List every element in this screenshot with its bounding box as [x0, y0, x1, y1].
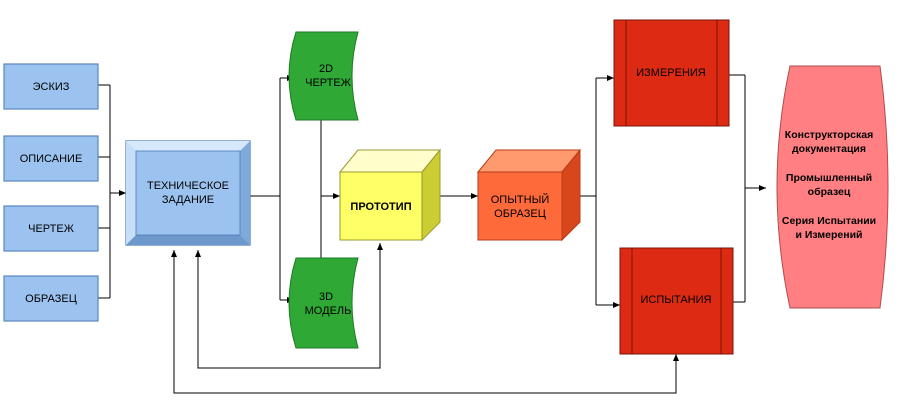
drawing-2d-shape: 2D ЧЕРТЕЖ	[288, 31, 359, 121]
drawing-2d-label-line1: 2D	[319, 63, 333, 75]
pilot-sample-label-line2: ОБРАЗЕЦ	[494, 208, 546, 220]
input-box-sample: ОБРАЗЕЦ	[3, 275, 99, 322]
documentation-line2: документация	[792, 143, 866, 155]
connectors	[98, 74, 766, 394]
model-3d-shape: 3D МОДЕЛЬ	[288, 257, 359, 349]
input-box-description-label: ОПИСАНИЕ	[20, 153, 83, 165]
documentation-line3: Промышленный	[786, 172, 872, 184]
measurements-label: ИЗМЕРЕНИЯ	[636, 67, 706, 79]
feedback-tests-to-tech-task	[171, 250, 677, 394]
documentation-line4: образец	[808, 186, 851, 198]
documentation-line1: Конструкторская	[785, 129, 873, 141]
documentation-shape: Конструкторская документация Промышленны…	[776, 65, 889, 309]
input-box-sketch: ЭСКИЗ	[3, 63, 99, 110]
input-box-sample-label: ОБРАЗЕЦ	[25, 293, 77, 305]
tech-task-box: ТЕХНИЧЕСКОЕ ЗАДАНИЕ	[125, 140, 251, 246]
documentation-line6: и Измерений	[796, 229, 863, 241]
input-box-drawing: ЧЕРТЕЖ	[3, 205, 99, 252]
pilot-sample-cube: ОПЫТНЫЙ ОБРАЗЕЦ	[476, 148, 582, 242]
feedback-prototype-to-tech-task	[195, 243, 381, 369]
input-box-drawing-label: ЧЕРТЕЖ	[28, 223, 74, 235]
measurements-box: ИЗМЕРЕНИЯ	[613, 19, 730, 127]
drawing-2d-label-line2: ЧЕРТЕЖ	[305, 77, 351, 89]
tech-task-label-line1: ТЕХНИЧЕСКОЕ	[147, 180, 229, 192]
tech-task-label-line2: ЗАДАНИЕ	[162, 194, 214, 206]
documentation-line5: Серия Испытании	[782, 215, 876, 227]
tests-label: ИСПЫТАНИЯ	[641, 294, 712, 306]
input-box-sketch-label: ЭСКИЗ	[33, 81, 70, 93]
input-box-description: ОПИСАНИЕ	[3, 135, 99, 182]
tests-box: ИСПЫТАНИЯ	[619, 247, 734, 355]
model-3d-label-line2: МОДЕЛЬ	[305, 305, 352, 317]
model-3d-label-line1: 3D	[319, 291, 333, 303]
prototype-label: ПРОТОТИП	[350, 201, 411, 213]
prototype-cube: ПРОТОТИП	[338, 148, 442, 242]
pilot-sample-label-line1: ОПЫТНЫЙ	[491, 193, 550, 206]
